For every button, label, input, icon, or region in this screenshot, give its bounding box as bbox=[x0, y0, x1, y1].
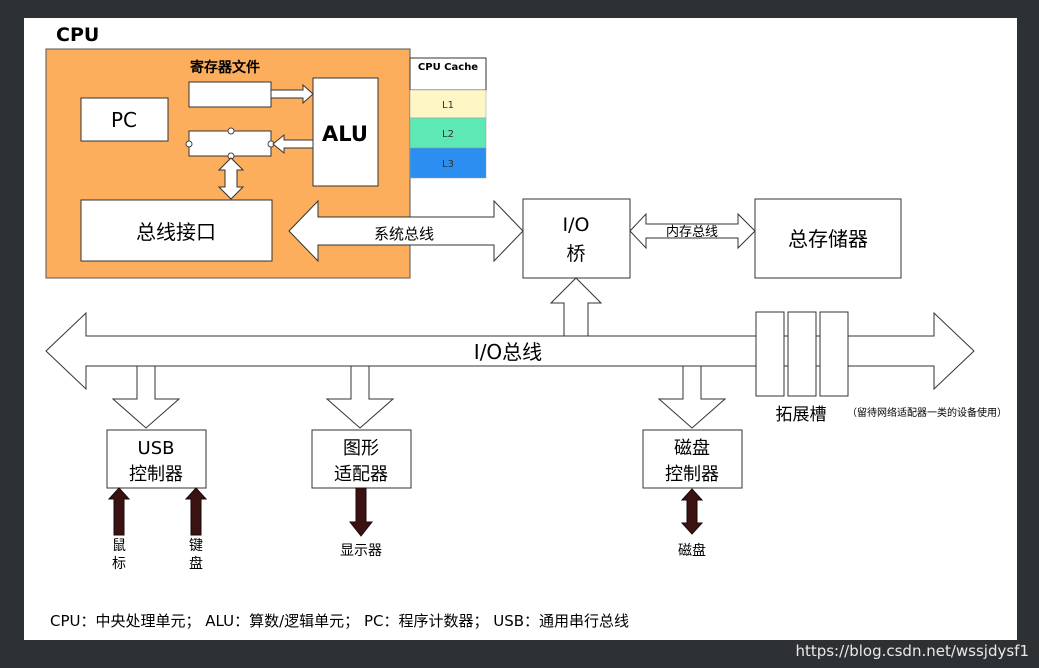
disk-controller-label-2: 控制器 bbox=[665, 464, 719, 485]
disk-controller-label-1: 磁盘 bbox=[674, 438, 710, 459]
cpu-title: CPU bbox=[56, 24, 99, 46]
cache-l2-label: L2 bbox=[442, 129, 454, 140]
graphics-adapter-label-1: 图形 bbox=[343, 438, 379, 459]
keyboard-arrow bbox=[184, 487, 208, 536]
iobus-to-usb-arrow bbox=[111, 365, 181, 429]
mouse-arrow bbox=[107, 487, 131, 536]
iobus-to-bridge-arrow bbox=[549, 277, 603, 337]
expansion-slot-3 bbox=[819, 311, 849, 397]
display-label: 显示器 bbox=[340, 543, 382, 559]
iobus-to-disk-arrow bbox=[657, 365, 727, 429]
disk-label: 磁盘 bbox=[678, 542, 706, 559]
usb-controller-box bbox=[106, 429, 207, 489]
pc-label: PC bbox=[111, 108, 137, 132]
mouse-label-2: 标 bbox=[112, 556, 126, 572]
register-file-label: 寄存器文件 bbox=[190, 59, 260, 76]
memory-bus-label: 内存总线 bbox=[666, 224, 718, 240]
graphics-adapter-label-2: 适配器 bbox=[334, 464, 388, 485]
expansion-slot-1 bbox=[755, 311, 785, 397]
reg-to-alu-arrow bbox=[270, 83, 314, 105]
io-bus-label: I/O总线 bbox=[474, 340, 542, 364]
graphics-adapter-box bbox=[311, 429, 412, 489]
io-bridge-label-1: I/O bbox=[563, 214, 590, 236]
io-bridge-box bbox=[522, 198, 631, 279]
io-bus-arrow bbox=[45, 311, 975, 391]
keyboard-label-2: 盘 bbox=[189, 555, 203, 572]
alu-label: ALU bbox=[322, 122, 368, 146]
diagram-canvas: CPU 寄存器文件 PC ALU 总线接口 CPU Cache L1 L2 L3… bbox=[24, 18, 1017, 640]
cache-l1-label: L1 bbox=[442, 100, 454, 111]
mouse-label-1: 鼠 bbox=[112, 538, 126, 554]
pc-box bbox=[80, 97, 169, 142]
cache-l2 bbox=[409, 117, 487, 149]
expansion-slot-2 bbox=[787, 311, 817, 397]
cache-l3 bbox=[409, 147, 487, 179]
main-memory-box bbox=[754, 198, 902, 279]
display-arrow bbox=[348, 487, 374, 537]
iobus-to-graphics-arrow bbox=[325, 365, 395, 429]
expansion-slot-label: 拓展槽 bbox=[776, 405, 827, 425]
expansion-slot-note: （留待网络适配器一类的设备使用） bbox=[847, 406, 1007, 419]
disk-controller-box bbox=[642, 429, 743, 489]
watermark: https://blog.csdn.net/wssjdysf1 bbox=[795, 642, 1029, 660]
register-2 bbox=[188, 130, 272, 157]
usb-controller-label-2: 控制器 bbox=[129, 464, 183, 485]
reg-bus-double-arrow bbox=[217, 157, 245, 200]
cache-l3-label: L3 bbox=[442, 159, 454, 170]
architecture-diagram: CPU 寄存器文件 PC ALU 总线接口 CPU Cache L1 L2 L3… bbox=[45, 24, 1007, 630]
alu-box bbox=[312, 77, 379, 187]
register-1 bbox=[188, 81, 272, 108]
bus-interface-label: 总线接口 bbox=[136, 220, 216, 244]
disk-arrow bbox=[680, 488, 704, 535]
system-bus-label: 系统总线 bbox=[374, 225, 434, 243]
io-bridge-label-2: 桥 bbox=[566, 243, 585, 265]
keyboard-label-1: 键 bbox=[189, 538, 203, 554]
bus-interface-box bbox=[80, 199, 273, 262]
cache-title: CPU Cache bbox=[418, 62, 478, 73]
register-port-left bbox=[185, 140, 193, 148]
legend-text: CPU：中央处理单元； ALU：算数/逻辑单元； PC：程序计数器； USB：通… bbox=[50, 612, 629, 630]
register-port-top bbox=[227, 127, 235, 135]
usb-controller-label-1: USB bbox=[138, 438, 175, 459]
main-memory-label: 总存储器 bbox=[788, 227, 868, 251]
alu-to-reg-arrow bbox=[272, 133, 314, 155]
